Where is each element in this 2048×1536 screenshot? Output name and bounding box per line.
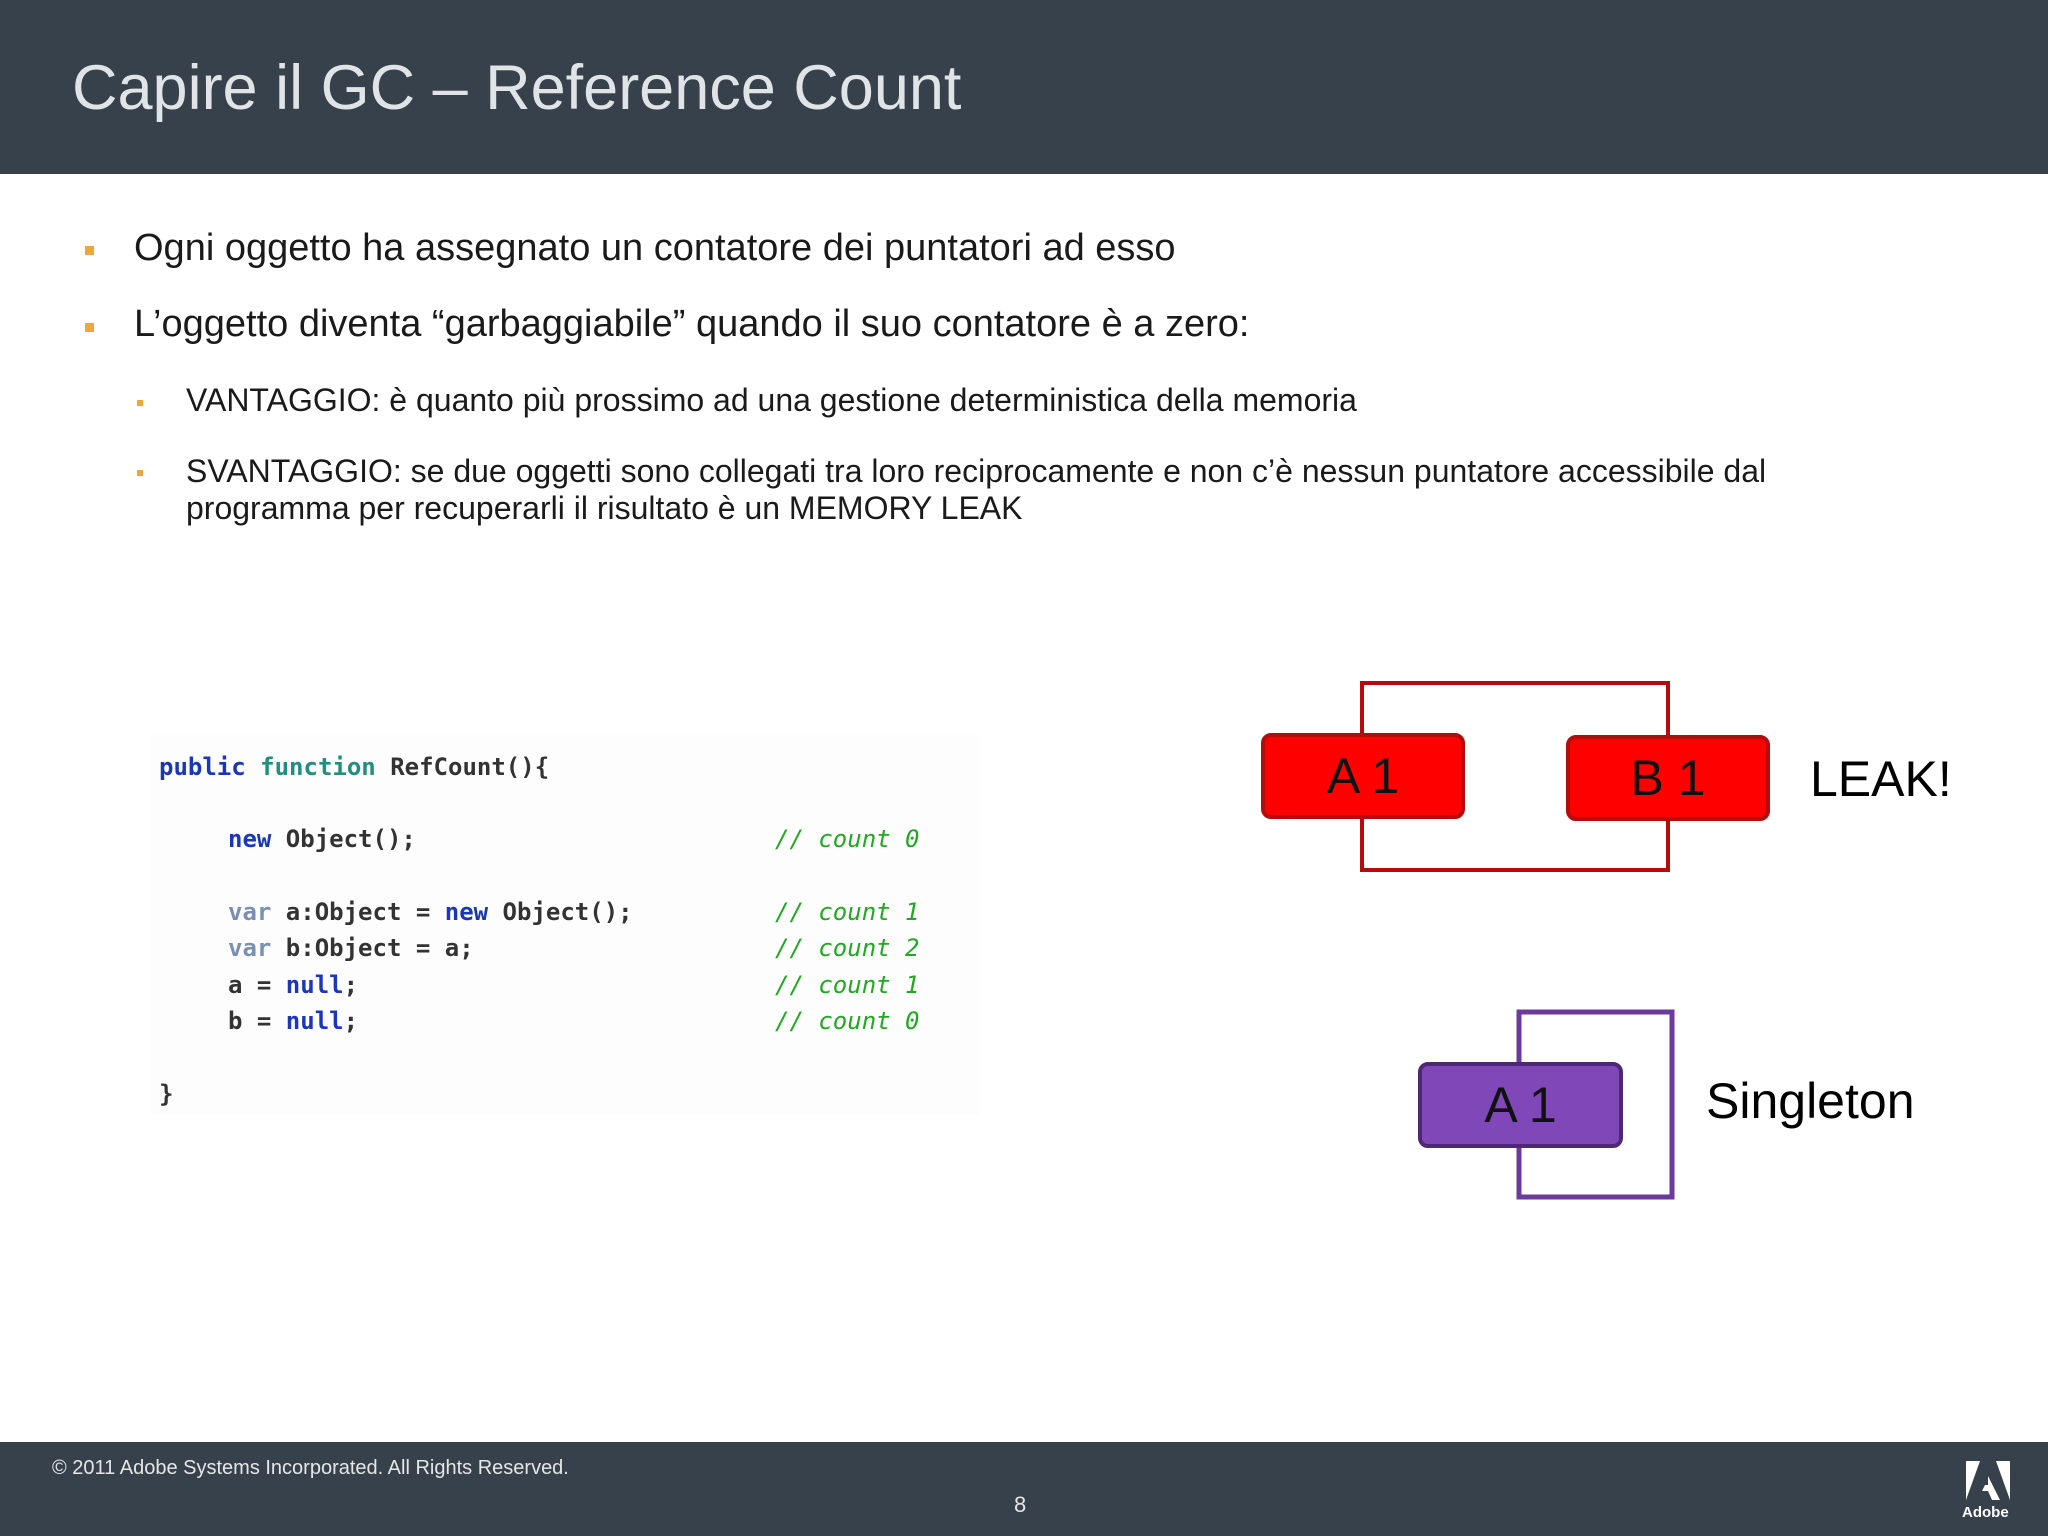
code-text: b = [228,1007,286,1035]
code-keyword: null [285,971,344,999]
code-comment: // count 2 [775,934,920,962]
code-text: RefCount(){ [375,753,550,781]
copyright-text: © 2011 Adobe Systems Incorporated. All R… [52,1457,569,1479]
adobe-logo-text: Adobe [1962,1504,2009,1521]
code-line-7: } [159,1080,174,1108]
code-text: a:Object = [271,898,445,926]
code-line-6: b = null; [228,1007,358,1035]
code-keyword: null [285,1007,344,1035]
leak-object-a: A 1 [1261,733,1465,819]
code-keyword: public [159,753,246,781]
code-text: Object(); [488,898,633,926]
code-line-1: public function RefCount(){ [159,753,549,781]
singleton-object: A 1 [1418,1062,1623,1148]
page-number: 8 [1014,1492,1027,1517]
sub-bullet-2-line-2: programma per recuperarli il risultato è… [186,490,1023,526]
code-line-4: var b:Object = a; [228,934,474,962]
code-text: Object(); [271,825,416,853]
code-keyword: function [260,753,376,781]
leak-object-b: B 1 [1566,735,1770,821]
code-text: a = [228,971,286,999]
code-keyword: new [444,898,489,926]
slide-title: Capire il GC – Reference Count [72,53,962,123]
bullet-marker [85,246,94,255]
code-line-3: var a:Object = new Object(); [228,898,633,926]
sub-bullet-marker [137,400,143,406]
code-line-2: new Object(); [228,825,416,853]
code-keyword: var [228,898,272,926]
code-text: b:Object = a; [271,934,474,962]
footer-bar [0,1442,2048,1536]
code-keyword: var [228,934,272,962]
sub-bullet-1: VANTAGGIO: è quanto più prossimo ad una … [186,382,1357,418]
code-comment: // count 0 [775,825,920,853]
code-line-5: a = null; [228,971,358,999]
leak-label: LEAK! [1810,751,1952,807]
title-bar [0,0,2048,174]
bullet-marker [85,323,94,332]
bullet-1: Ogni oggetto ha assegnato un contatore d… [134,227,1176,269]
bullet-2: L’oggetto diventa “garbaggiabile” quando… [134,303,1250,345]
sub-bullet-marker [137,470,143,476]
code-comment: // count 1 [775,898,920,926]
code-sample: public function RefCount(){ new Object()… [150,735,980,1115]
sub-bullet-2-line-1: SVANTAGGIO: se due oggetti sono collegat… [186,453,1767,489]
singleton-label: Singleton [1706,1073,1915,1129]
code-text: ; [343,971,359,999]
code-comment: // count 0 [775,1007,920,1035]
adobe-logo-icon [1960,1458,2016,1524]
code-comment: // count 1 [775,971,920,999]
code-text: ; [343,1007,359,1035]
code-keyword: new [228,825,272,853]
